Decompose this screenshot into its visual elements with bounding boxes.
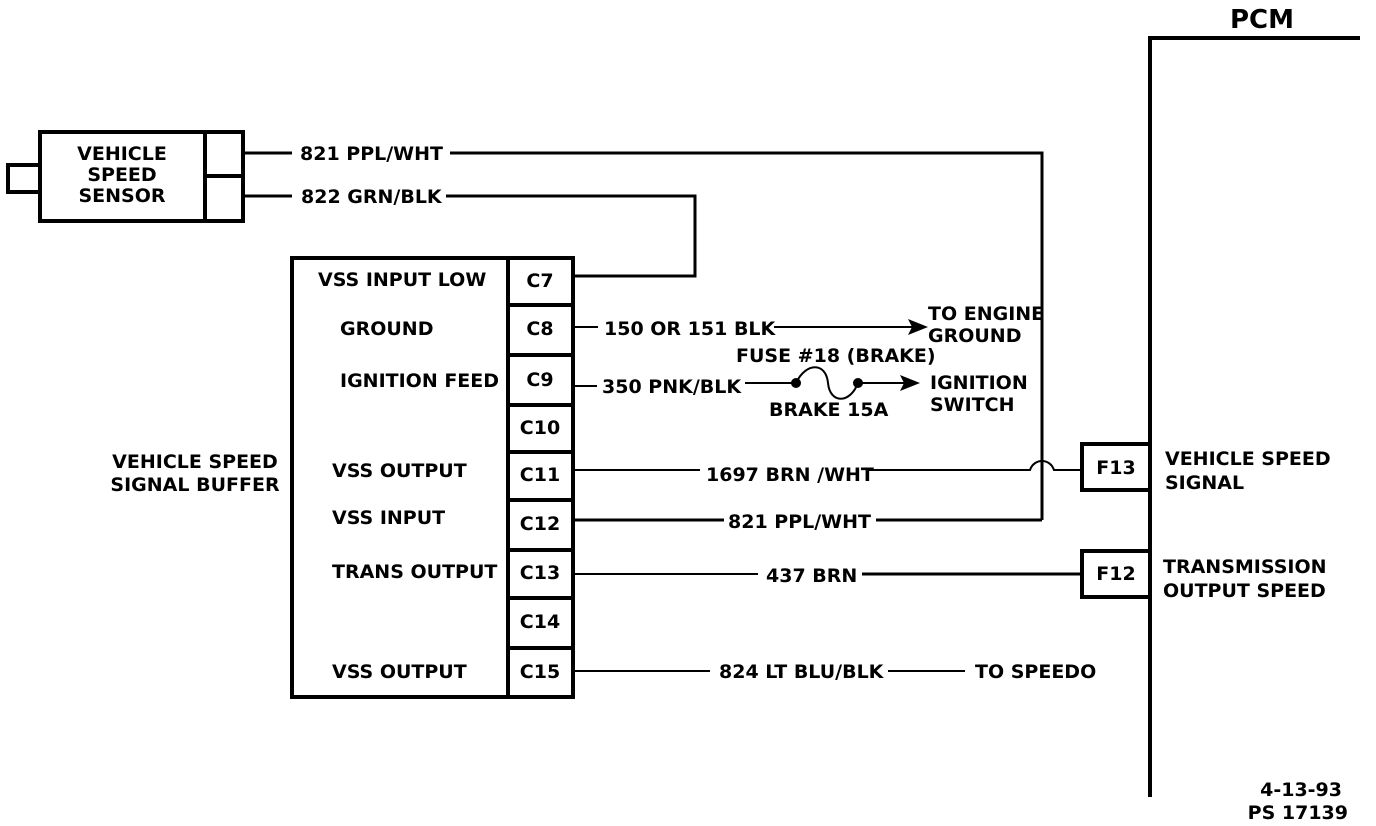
buffer-pin-c10: C10	[520, 417, 560, 439]
wire-label: 1697 BRN /WHT	[706, 464, 874, 486]
buffer-pin-label-c15: VSS OUTPUT	[332, 661, 467, 683]
pin-label-line2: OUTPUT SPEED	[1163, 580, 1326, 602]
sensor-label-line3: SENSOR	[78, 185, 165, 207]
pin-id: F13	[1096, 457, 1135, 479]
wire-label: 437 BRN	[766, 565, 857, 587]
buffer-pin-c13: C13	[520, 562, 560, 584]
pin-id: F12	[1096, 563, 1135, 585]
dest-engine-ground-line1: TO ENGINE	[928, 303, 1044, 325]
sensor-label-line1: VEHICLE	[77, 143, 167, 165]
wire-segment	[866, 460, 1082, 471]
wire-label: 821 PPL/WHT	[728, 511, 871, 533]
sensor-label-line2: SPEED	[87, 164, 156, 186]
footer-date: 4-13-93	[1260, 779, 1342, 801]
dest-ignition-line2: SWITCH	[930, 394, 1015, 416]
pcm-title: PCM	[1230, 5, 1294, 35]
pin-label-line1: TRANSMISSION	[1163, 556, 1327, 578]
pin-label-line2: SIGNAL	[1165, 472, 1244, 494]
wire-824: 824 LT BLU/BLK TO SPEEDO	[573, 661, 1096, 683]
pcm-module: PCM F13 VEHICLE SPEED SIGNAL F12 TRANSMI…	[1080, 5, 1360, 797]
fuse-symbol	[791, 366, 863, 400]
wire-821-sensor: 821 PPL/WHT	[243, 143, 1044, 520]
buffer-pin-c14: C14	[520, 611, 560, 633]
buffer-pin-label-c7: VSS INPUT LOW	[318, 269, 486, 291]
fuse-label: FUSE #18 (BRAKE)	[736, 345, 936, 367]
buffer-pin-c9: C9	[526, 369, 553, 391]
wire-1697: 1697 BRN /WHT	[573, 460, 1082, 486]
dest-engine-ground-line2: GROUND	[928, 325, 1021, 347]
pin-box	[1080, 442, 1152, 492]
buffer-label-line1: VEHICLE SPEED	[112, 451, 278, 473]
pcm-pin-f13: F13 VEHICLE SPEED SIGNAL	[1080, 442, 1331, 494]
vehicle-speed-signal-buffer: VEHICLE SPEED SIGNAL BUFFER C7 C8 C9 C10…	[110, 256, 575, 699]
wire-segment	[450, 151, 1044, 520]
wire-822: 822 GRN/BLK	[243, 186, 697, 278]
buffer-label-line2: SIGNAL BUFFER	[110, 474, 280, 496]
dest-ignition-line1: IGNITION	[930, 372, 1028, 394]
wire-821-c12: 821 PPL/WHT	[573, 511, 1042, 533]
buffer-pin-label-c8: GROUND	[340, 318, 433, 340]
vehicle-speed-sensor: VEHICLE SPEED SENSOR	[6, 130, 245, 223]
pin-label-line1: VEHICLE SPEED	[1165, 448, 1331, 470]
pcm-pin-f12: F12 TRANSMISSION OUTPUT SPEED	[1080, 549, 1327, 602]
pcm-outline	[1148, 36, 1360, 797]
sensor-shaft	[6, 163, 40, 194]
wire-label: 821 PPL/WHT	[300, 143, 443, 165]
wire-350-ignition: 350 PNK/BLK FUSE #18 (BRAKE) BRAKE 15A I…	[573, 345, 1028, 421]
wire-label: 150 OR 151 BLK	[604, 318, 777, 340]
wire-150-ground: 150 OR 151 BLK TO ENGINE GROUND	[573, 303, 1044, 347]
buffer-pin-c15: C15	[520, 661, 560, 683]
buffer-pin-c7: C7	[526, 270, 553, 292]
buffer-pin-c12: C12	[520, 513, 560, 535]
fuse-rating: BRAKE 15A	[769, 399, 889, 421]
wire-label: 350 PNK/BLK	[602, 376, 742, 398]
footer-ref: PS 17139	[1248, 802, 1348, 824]
fuse-element	[795, 366, 859, 400]
buffer-pin-label-c13: TRANS OUTPUT	[332, 561, 497, 583]
arrow-head	[908, 319, 928, 335]
buffer-pin-c11: C11	[520, 464, 560, 486]
dest-speedo: TO SPEEDO	[975, 661, 1096, 683]
buffer-pin-c8: C8	[526, 318, 553, 340]
buffer-pin-label-c11: VSS OUTPUT	[332, 460, 467, 482]
wire-label: 824 LT BLU/BLK	[719, 661, 885, 683]
arrow-head	[900, 375, 920, 391]
buffer-pin-label-c12: VSS INPUT	[332, 507, 445, 529]
buffer-body	[290, 256, 575, 699]
wire-segment	[446, 194, 697, 278]
wire-label: 822 GRN/BLK	[301, 186, 443, 208]
buffer-pin-label-c9: IGNITION FEED	[340, 370, 499, 392]
wire-437: 437 BRN	[573, 565, 1082, 587]
